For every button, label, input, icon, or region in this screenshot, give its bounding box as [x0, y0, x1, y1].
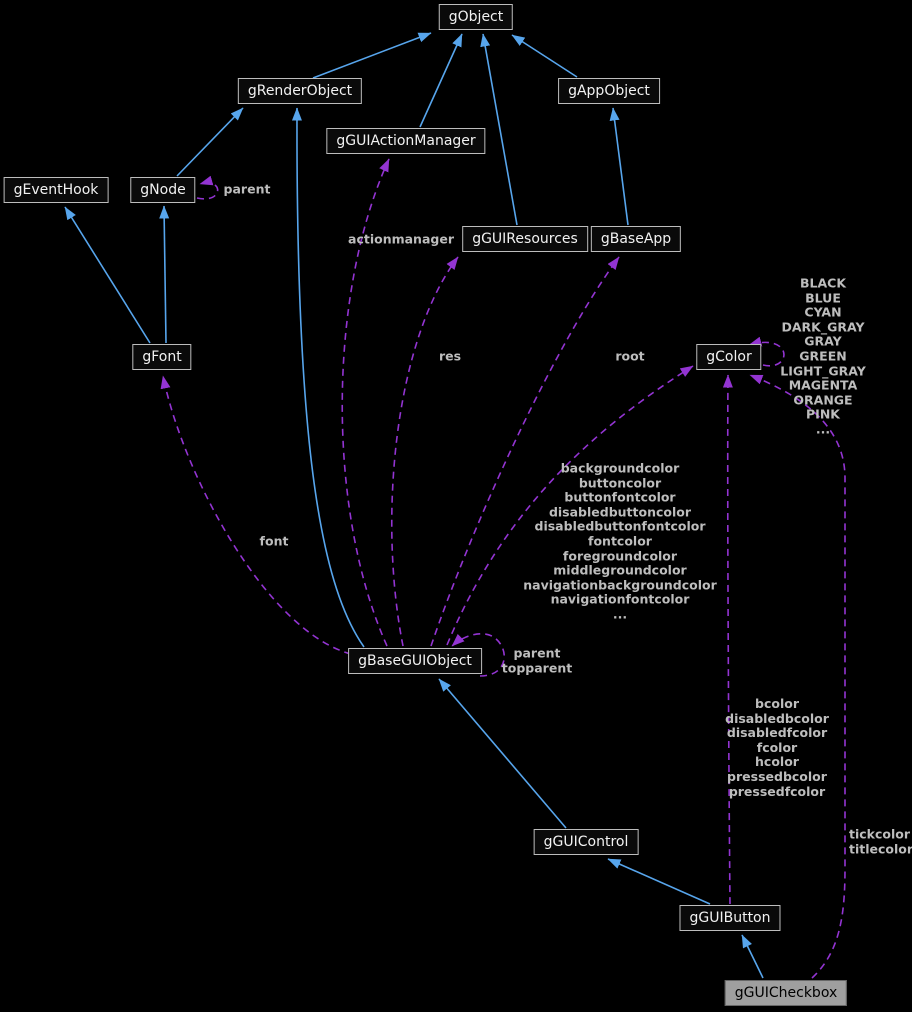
edge-gfont-to-gnode [159, 205, 170, 344]
edge-label-res: res [438, 348, 462, 364]
edge-gbaseguiobject-self-loop [451, 633, 505, 677]
node-gfont[interactable]: gFont [132, 344, 192, 370]
node-gbaseguiobject[interactable]: gBaseGUIObject [348, 648, 482, 674]
node-gappobject[interactable]: gAppObject [558, 78, 660, 104]
edge-gcolor-self-loop [748, 336, 785, 367]
node-grenderobject[interactable]: gRenderObject [237, 78, 363, 104]
node-geventhook[interactable]: gEventHook [3, 177, 109, 203]
node-gnode[interactable]: gNode [130, 177, 196, 203]
edge-gbaseguiobject-to-gfont [160, 375, 352, 655]
edge-label-parent: parent [223, 181, 271, 197]
node-gguicheckbox: gGUICheckbox [724, 980, 848, 1006]
node-gguiresources[interactable]: gGUIResources [462, 226, 588, 252]
edge-gbaseguiobject-to-gbaseapp [430, 256, 620, 647]
edge-label-button-colors: bcolor disabledbcolor disabledfcolor fco… [725, 695, 829, 799]
edge-grenderobject-to-gobject [312, 32, 432, 79]
edge-label-actionmanager: actionmanager [348, 231, 454, 247]
edge-gguicheckbox-to-gcolor [749, 374, 846, 979]
edge-gnode-self-loop [196, 175, 219, 200]
edge-label-baseguiobject-colors: backgroundcolor buttoncolor buttonfontco… [523, 460, 717, 622]
node-gguibutton[interactable]: gGUIButton [679, 905, 781, 931]
node-gguicontrol[interactable]: gGUIControl [533, 829, 639, 855]
edge-gbaseguiobject-to-gguiactionmanager [341, 158, 390, 647]
node-gguiactionmanager[interactable]: gGUIActionManager [326, 128, 486, 154]
node-gcolor[interactable]: gColor [696, 344, 762, 370]
edge-gappobject-to-gobject [511, 34, 578, 78]
edge-gbaseguiobject-to-gguiresources [390, 256, 459, 647]
edge-gnode-to-grenderobject [176, 107, 244, 177]
node-gobject[interactable]: gObject [438, 4, 514, 30]
edge-gfont-to-geventhook [64, 206, 151, 344]
edge-gguicheckbox-to-gguibutton [741, 934, 764, 979]
edge-label-checkbox-colors: tickcolor titlecolor [849, 826, 912, 856]
edge-gguiactionmanager-to-gobject [419, 33, 463, 128]
edge-label-color-constants: BLACK BLUE CYAN DARK_GRAY GRAY GREEN LIG… [780, 275, 866, 437]
edge-gguiresources-to-gobject [480, 33, 518, 226]
edge-gbaseapp-to-gappobject [609, 107, 629, 226]
edge-gguicontrol-to-gbaseguiobject [438, 678, 567, 829]
edge-gguibutton-to-gguicontrol [607, 858, 711, 905]
edge-gguibutton-to-gcolor [722, 374, 733, 905]
edge-label-root: root [615, 348, 645, 364]
edge-label-font: font [259, 533, 289, 549]
edge-label-parent-topparent: parent topparent [501, 645, 573, 675]
edge-gbaseguiobject-to-grenderobject [291, 107, 365, 648]
node-gbaseapp[interactable]: gBaseApp [590, 226, 682, 252]
